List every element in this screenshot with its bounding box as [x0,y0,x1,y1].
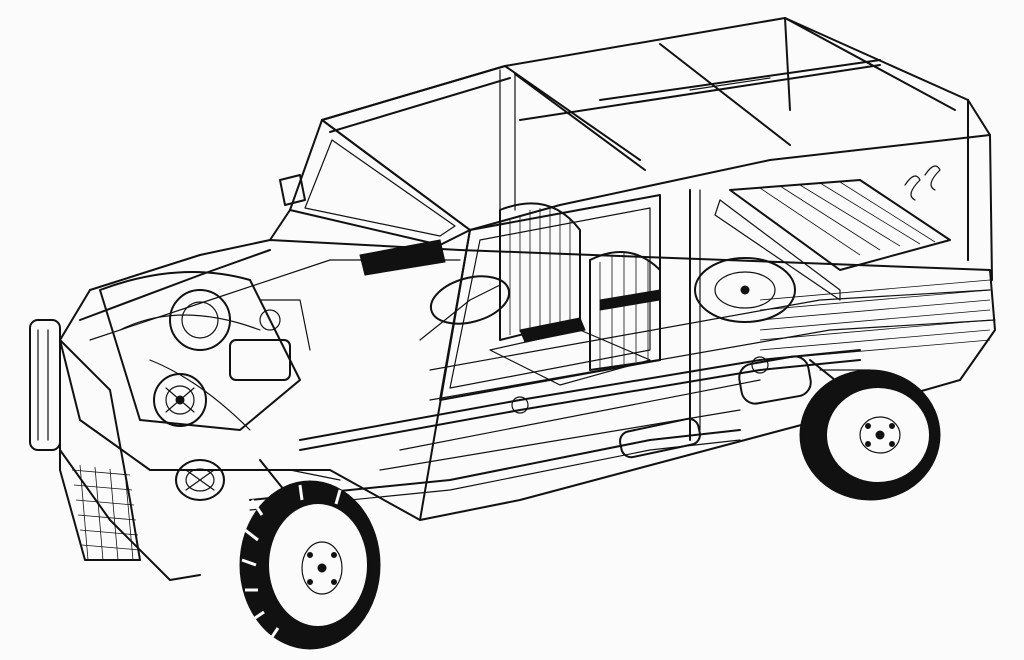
air-cleaner [153,373,207,427]
front-bumper [29,319,201,581]
artist-signature [904,165,941,201]
steering-wheel [419,275,511,341]
spare-wheel [694,257,796,323]
front-grille [59,339,141,561]
front-wheel [239,480,381,650]
rear-seat [714,179,951,301]
windscreen-frame [269,119,471,246]
radiator-fan [175,459,225,501]
engine [99,271,311,431]
drive-shaft [299,349,861,451]
rear-wheel [799,369,941,501]
fuel-tank [738,355,812,405]
interior-shading [359,239,661,343]
